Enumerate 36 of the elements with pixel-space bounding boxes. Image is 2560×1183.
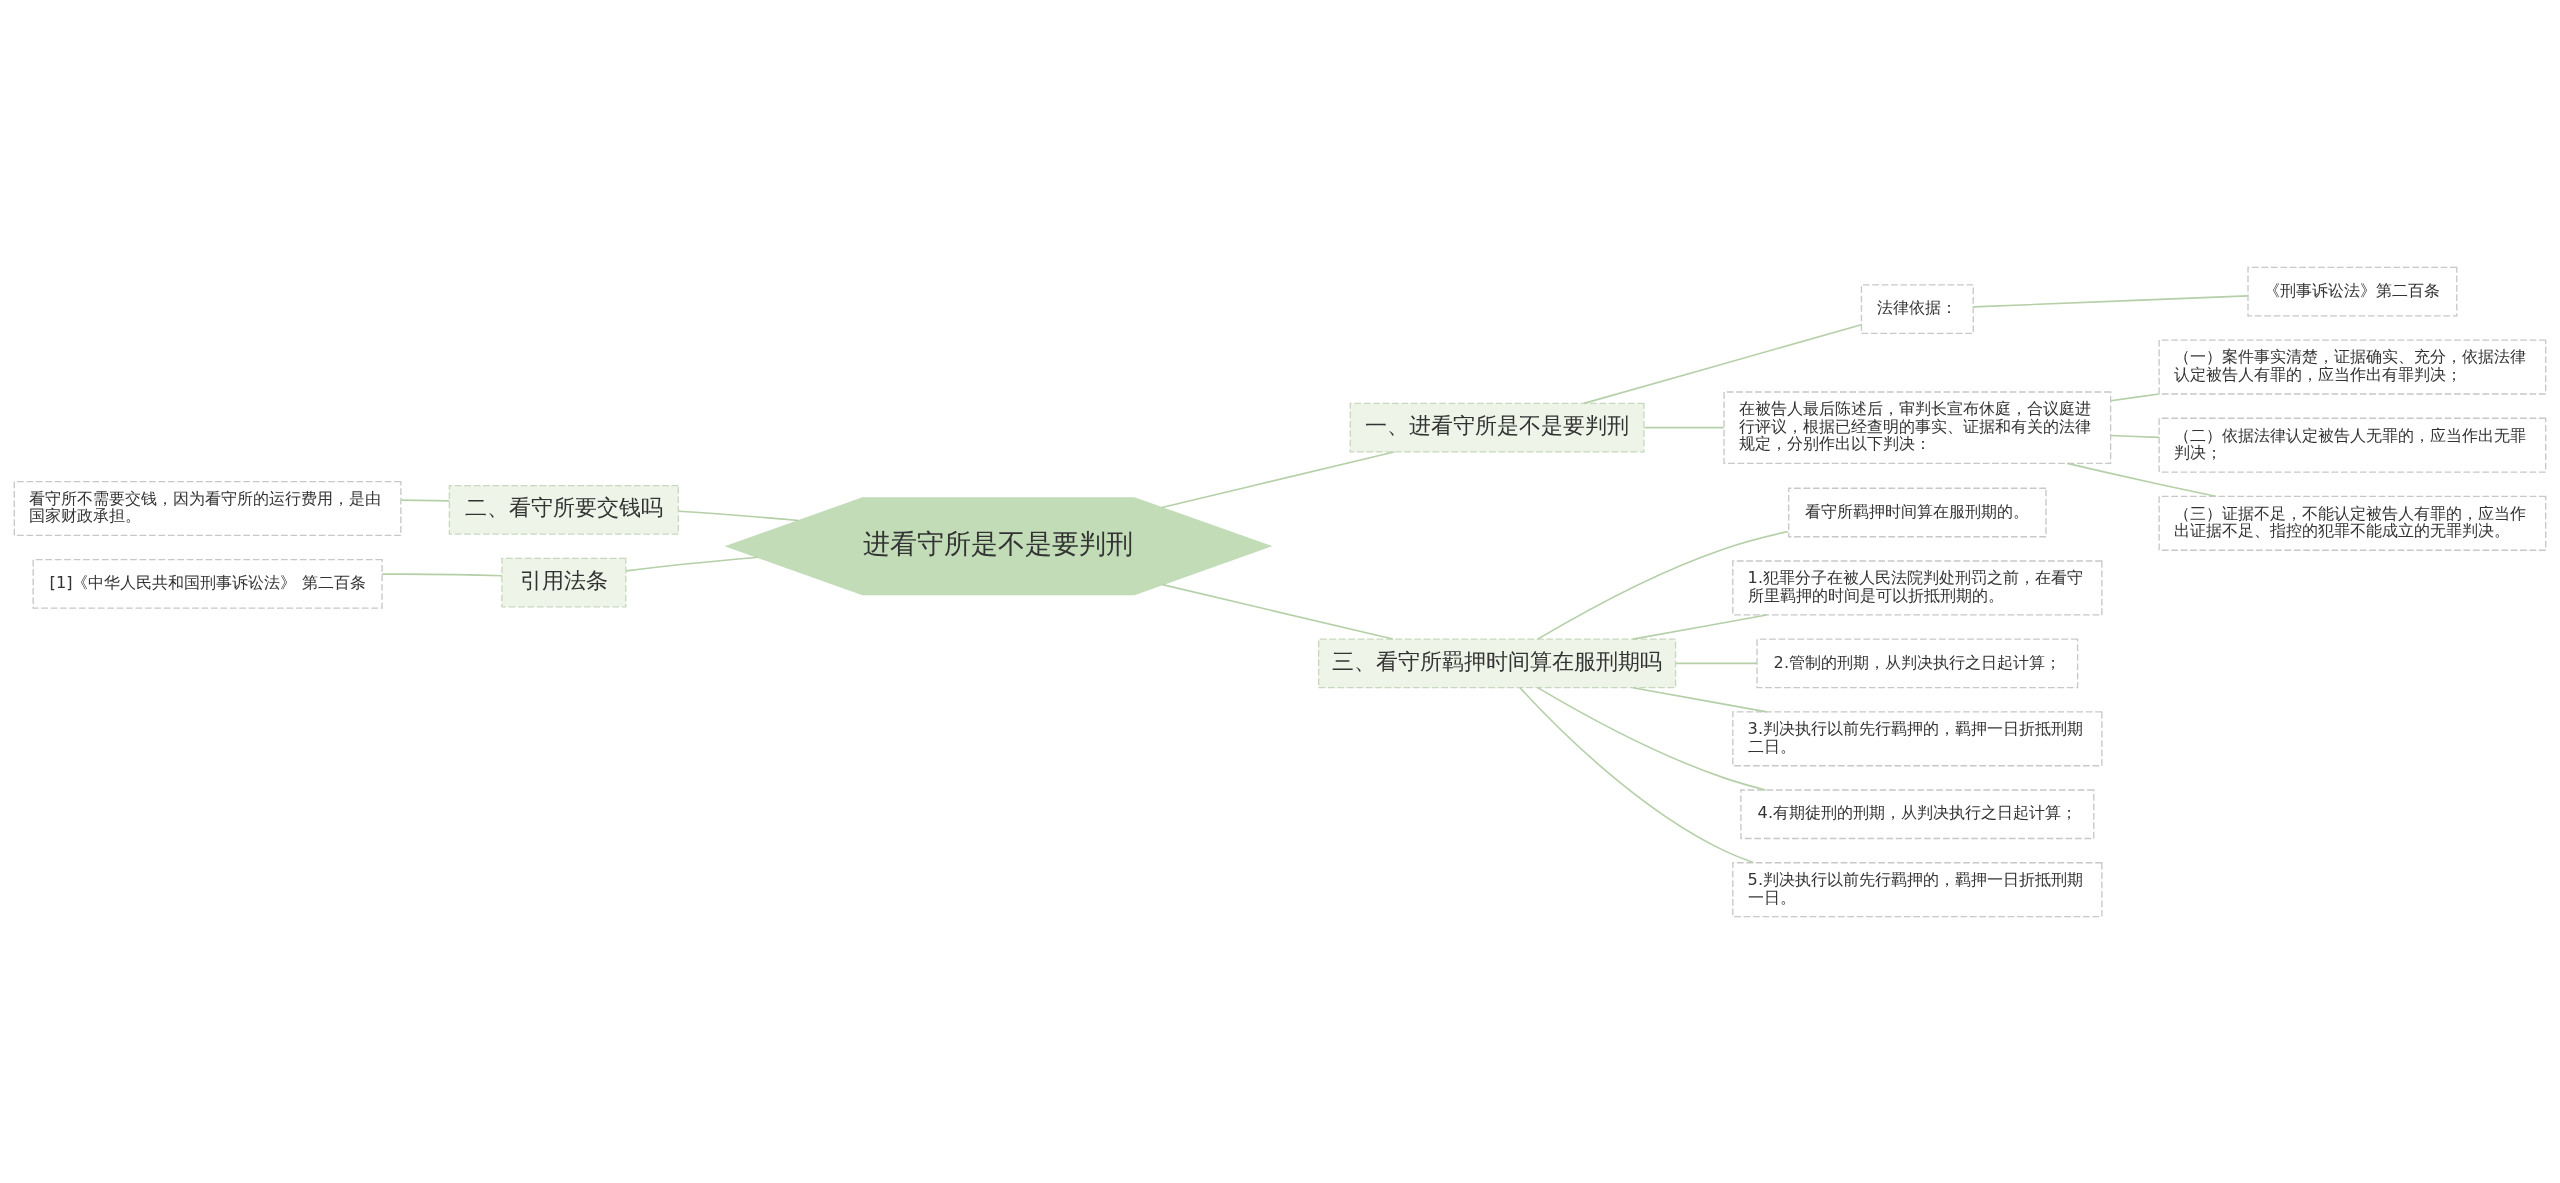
connector xyxy=(1643,426,1725,428)
connector xyxy=(1632,686,1768,713)
node-box: 5.判决执行以前先行羁押的，羁押一日折抵刑期一日。 xyxy=(1732,861,2103,917)
connector xyxy=(2110,392,2160,402)
connector xyxy=(381,572,503,577)
node-box: 在被告人最后陈述后，审判长宣布休庭，合议庭进行评议，根据已经查明的事实、证据和有关的法律规定，分别作出以下判决： xyxy=(1723,390,2112,464)
node-box: 看守所不需要交钱，因为看守所的运行费用，是由国家财政承担。 xyxy=(13,480,402,536)
node-box: （一）案件事实清楚，证据确实、充分，依据法律认定被告人有罪的，应当作出有罪判决； xyxy=(2158,338,2547,395)
connector xyxy=(1519,686,1755,863)
node-box: 一、进看守所是不是要判刑 xyxy=(1349,402,1645,453)
connector xyxy=(1972,294,2249,308)
connector xyxy=(1536,686,1767,791)
connector xyxy=(1536,530,1789,640)
connector xyxy=(2066,462,2217,497)
connector xyxy=(1632,613,1768,640)
node-box: 2.管制的刑期，从判决执行之日起计算； xyxy=(1756,637,2079,688)
connector xyxy=(2110,434,2160,438)
node-box: 1.犯罪分子在被人民法院判处刑罚之前，在看守所里羁押的时间是可以折抵刑期的。 xyxy=(1732,559,2103,616)
node-box: 看守所羁押时间算在服刑期的。 xyxy=(1788,487,2047,537)
node-box: [1]《中华人民共和国刑事诉讼法》 第二百条 xyxy=(32,558,383,609)
connector xyxy=(1161,450,1395,508)
node-box: （二）依据法律认定被告人无罪的，应当作出无罪判决； xyxy=(2158,417,2547,473)
node-box: 三、看守所羁押时间算在服刑期吗 xyxy=(1317,637,1677,688)
connector xyxy=(1583,323,1862,404)
connector xyxy=(1675,662,1758,664)
node-box: 《刑事诉讼法》第二百条 xyxy=(2247,266,2458,317)
connector xyxy=(677,509,800,521)
connector xyxy=(625,556,759,572)
node-box: 引用法条 xyxy=(501,557,627,607)
node-box: （三）证据不足，不能认定被告人有罪的，应当作出证据不足、指控的犯罪不能成立的无罪判决。 xyxy=(2158,495,2547,551)
node-box: 4.有期徒刑的刑期，从判决执行之日起计算； xyxy=(1740,788,2095,839)
node-box: 3.判决执行以前先行羁押的，羁押一日折抵刑期二日。 xyxy=(1732,710,2103,766)
node-box: 二、看守所要交钱吗 xyxy=(448,484,680,535)
node-box: 法律依据： xyxy=(1860,283,1974,334)
connector xyxy=(1161,583,1394,640)
connector xyxy=(400,498,451,502)
